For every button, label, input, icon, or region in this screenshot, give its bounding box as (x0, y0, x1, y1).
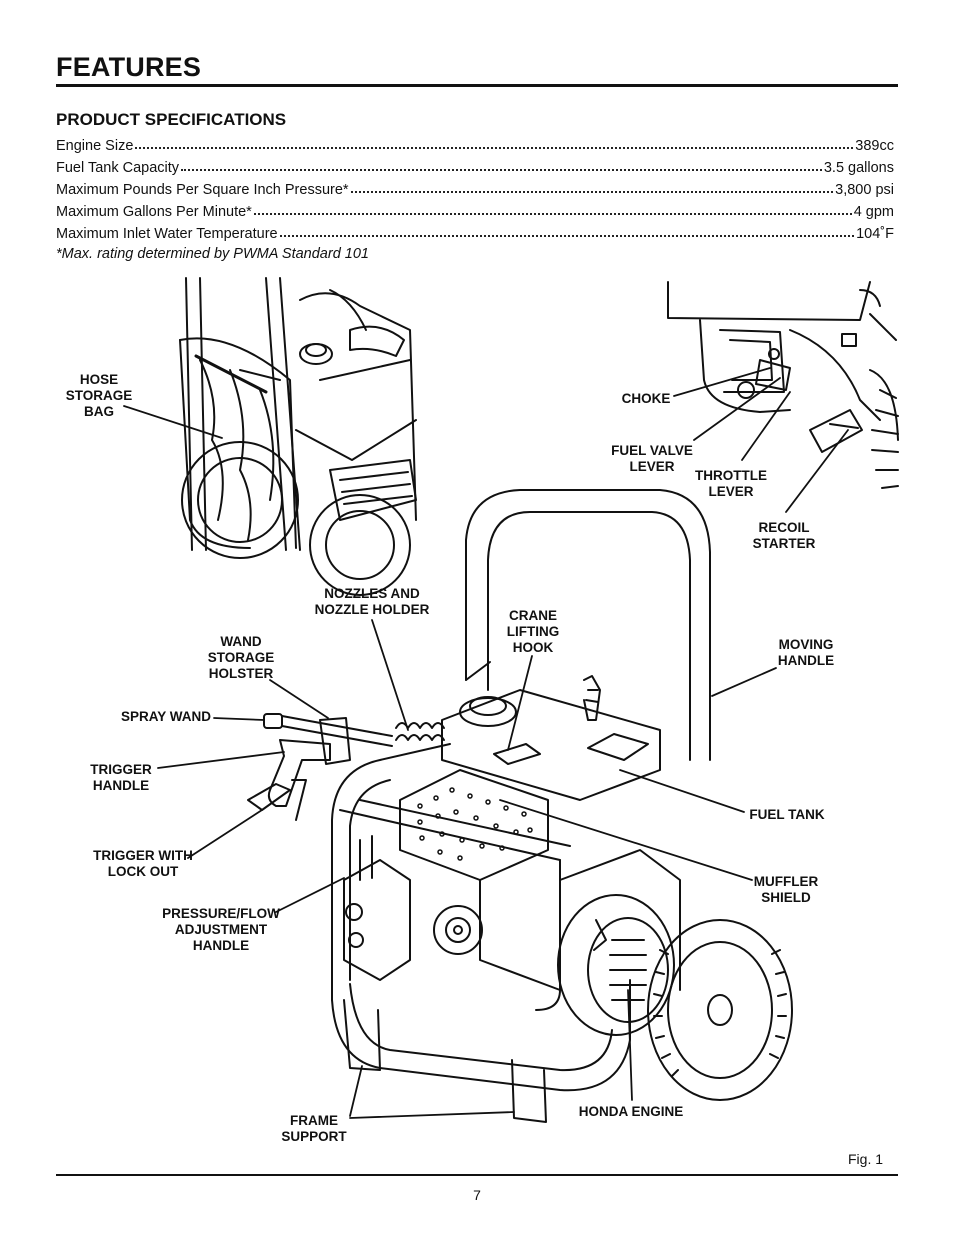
figure-label: Fig. 1 (848, 1151, 884, 1167)
footer-rule (56, 1174, 898, 1176)
spec-row-fuel-tank: Fuel Tank Capacity 3.5 gallons (56, 156, 894, 176)
inset-hose-storage-bag (179, 277, 417, 596)
dot-leader (253, 213, 852, 215)
callout-leader-lines (123, 367, 849, 1119)
callout-recoil-starter: RECOIL STARTER (752, 520, 816, 551)
spec-label: Maximum Pounds Per Square Inch Pressure* (56, 182, 349, 198)
spec-label: Maximum Gallons Per Minute* (56, 204, 252, 220)
spec-row-gpm: Maximum Gallons Per Minute* 4 gpm (56, 200, 894, 220)
spec-value: 389cc (855, 138, 894, 154)
callout-muffler-shield: MUFFLER SHIELD (753, 874, 819, 905)
spec-value: 104˚F (856, 226, 894, 242)
main-pressure-washer (247, 489, 793, 1123)
section-title: PRODUCT SPECIFICATIONS (56, 110, 287, 129)
callout-trigger-handle: TRIGGER HANDLE (90, 762, 152, 793)
callout-wand-storage-holster: WAND STORAGE HOLSTER (207, 634, 275, 681)
dot-leader (181, 169, 822, 171)
spec-value: 3,800 psi (835, 182, 894, 198)
spec-footnote: *Max. rating determined by PWMA Standard… (56, 246, 369, 262)
callout-trigger-with-lock-out: TRIGGER WITH LOCK OUT (93, 848, 193, 879)
callout-spray-wand: SPRAY WAND (120, 709, 212, 724)
callout-hose-storage-bag: HOSE STORAGE BAG (65, 372, 133, 419)
callout-moving-handle: MOVING HANDLE (777, 637, 835, 668)
spec-label: Engine Size (56, 138, 134, 154)
dot-leader (279, 235, 855, 237)
callout-fuel-tank: FUEL TANK (749, 807, 825, 822)
spec-label: Maximum Inlet Water Temperature (56, 226, 278, 242)
spec-label: Fuel Tank Capacity (56, 160, 180, 176)
callout-nozzles-and-holder: NOZZLES AND NOZZLE HOLDER (314, 586, 430, 617)
callout-throttle-lever: THROTTLE LEVER (695, 468, 767, 499)
callout-frame-support: FRAME SUPPORT (281, 1113, 347, 1144)
title-rule (56, 84, 898, 87)
spec-value: 3.5 gallons (823, 160, 894, 176)
spec-row-pressure: Maximum Pounds Per Square Inch Pressure*… (56, 178, 894, 198)
callout-pressure-flow-handle: PRESSURE/FLOW ADJUSTMENT HANDLE (162, 906, 280, 953)
callout-choke: CHOKE (621, 391, 671, 406)
page-number: 7 (473, 1187, 481, 1203)
spec-value: 4 gpm (853, 204, 894, 220)
callout-crane-lifting-hook: CRANE LIFTING HOOK (506, 608, 560, 655)
callout-fuel-valve-lever: FUEL VALVE LEVER (611, 443, 693, 474)
page-title: FEATURES (56, 52, 202, 82)
dot-leader (350, 191, 834, 193)
dot-leader (135, 147, 854, 149)
callout-honda-engine: HONDA ENGINE (578, 1104, 684, 1119)
spec-row-engine-size: Engine Size 389cc (56, 134, 894, 154)
inset-engine-controls (667, 281, 899, 489)
spec-row-inlet-temp: Maximum Inlet Water Temperature 104˚F (56, 222, 894, 242)
